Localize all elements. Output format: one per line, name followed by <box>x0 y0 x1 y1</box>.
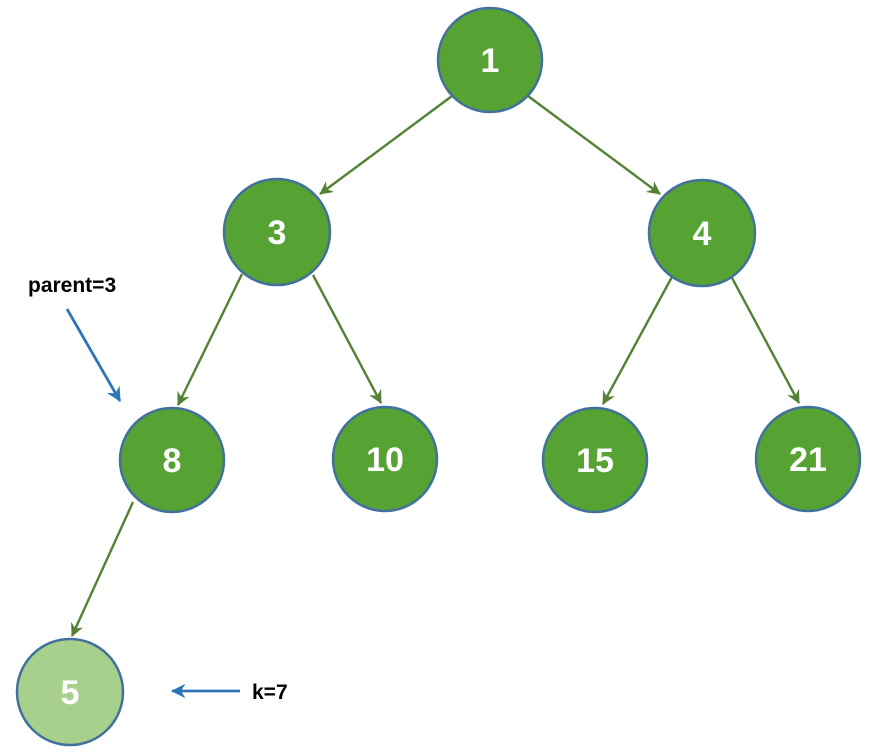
edge-4-15 <box>601 274 675 405</box>
node-15-circle <box>541 406 649 514</box>
annotation-k: k=7 <box>170 681 288 704</box>
node-1-value: 1 <box>481 42 500 80</box>
node-8-value: 8 <box>163 442 182 480</box>
node-10-value: 10 <box>366 441 404 479</box>
annotation-parent-label: parent=3 <box>28 274 116 297</box>
tree-node-10: 10 <box>331 405 439 513</box>
tree-node-1: 1 <box>436 6 544 114</box>
annotation-k-label: k=7 <box>252 681 288 704</box>
tree-node-15: 15 <box>541 406 649 514</box>
node-3-circle <box>222 177 332 287</box>
edge-1-3 <box>319 95 453 195</box>
tree-edges <box>70 95 801 637</box>
edge-3-10 <box>311 274 383 404</box>
node-15-value: 15 <box>576 442 614 480</box>
annotation-parent-arrow <box>65 308 122 402</box>
tree-node-8: 8 <box>118 406 226 514</box>
node-3-value: 3 <box>268 214 287 252</box>
edge-1-4 <box>527 95 661 195</box>
node-4-value: 4 <box>693 215 712 253</box>
node-10-circle <box>331 405 439 513</box>
edge-3-8 <box>176 273 244 406</box>
node-4-circle <box>647 178 757 288</box>
node-21-value: 21 <box>789 441 827 479</box>
edge-8-5 <box>70 501 135 637</box>
node-5-circle <box>15 637 125 747</box>
tree-node-3: 3 <box>222 177 332 287</box>
tree-node-5: 5 <box>15 637 125 747</box>
node-21-circle <box>754 405 862 513</box>
node-5-value: 5 <box>61 674 80 712</box>
node-8-circle <box>118 406 226 514</box>
edge-4-21 <box>729 275 801 404</box>
tree-node-4: 4 <box>647 178 757 288</box>
annotation-parent: parent=3 <box>28 274 122 402</box>
tree-node-21: 21 <box>754 405 862 513</box>
node-1-circle <box>436 6 544 114</box>
